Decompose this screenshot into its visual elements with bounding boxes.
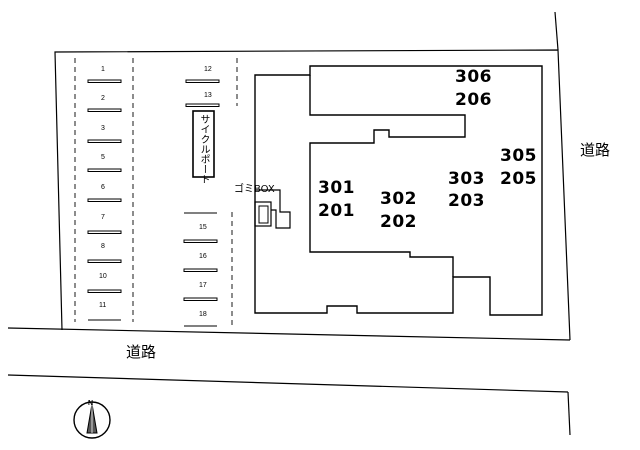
unit-number: 305 (500, 146, 537, 166)
stall-number: 11 (99, 302, 107, 309)
stall-number: 1 (101, 66, 105, 73)
stall-number: 12 (204, 66, 212, 73)
building-garbage-nook (255, 189, 291, 229)
north-compass (73, 401, 111, 439)
garbage-box-inner (258, 205, 269, 224)
stall-number: 13 (204, 92, 212, 99)
right-lower-stall-lines (183, 212, 218, 327)
stall-number: 7 (101, 214, 105, 221)
unit-number: 203 (448, 191, 485, 211)
stall-number: 16 (199, 253, 207, 260)
road-edge-lower-right (567, 391, 571, 436)
stall-number: 3 (101, 125, 105, 132)
unit-number: 301 (318, 178, 355, 198)
road-edge-lower (7, 374, 569, 393)
unit-number: 201 (318, 201, 355, 221)
stall-number: 17 (199, 282, 207, 289)
right-upper-stall-lines (185, 79, 220, 107)
garbage-box-label: ゴミBOX (234, 184, 275, 195)
bicycle-port-label: サイクルポート (198, 114, 209, 184)
unit-number: 302 (380, 189, 417, 209)
road-edge-upper (7, 327, 571, 341)
unit-number: 206 (455, 90, 492, 110)
stall-number: 18 (199, 311, 207, 318)
site-boundary (54, 49, 571, 341)
unit-number: 202 (380, 212, 417, 232)
road-label-bottom: 道路 (126, 343, 157, 361)
road-edge-right (554, 11, 559, 51)
stall-number: 6 (101, 184, 105, 191)
unit-number: 303 (448, 169, 485, 189)
road-label-right: 道路 (580, 141, 611, 159)
stall-number: 2 (101, 95, 105, 102)
stall-number: 8 (101, 243, 105, 250)
stall-number: 10 (99, 273, 107, 280)
bicycle-port-box (192, 110, 215, 178)
left-stall-lines (87, 79, 122, 321)
building-inner-recess (309, 75, 466, 277)
compass-north-label: N (88, 400, 94, 407)
unit-number: 306 (455, 67, 492, 87)
unit-number: 205 (500, 169, 537, 189)
stall-number: 15 (199, 224, 207, 231)
stall-number: 5 (101, 154, 105, 161)
